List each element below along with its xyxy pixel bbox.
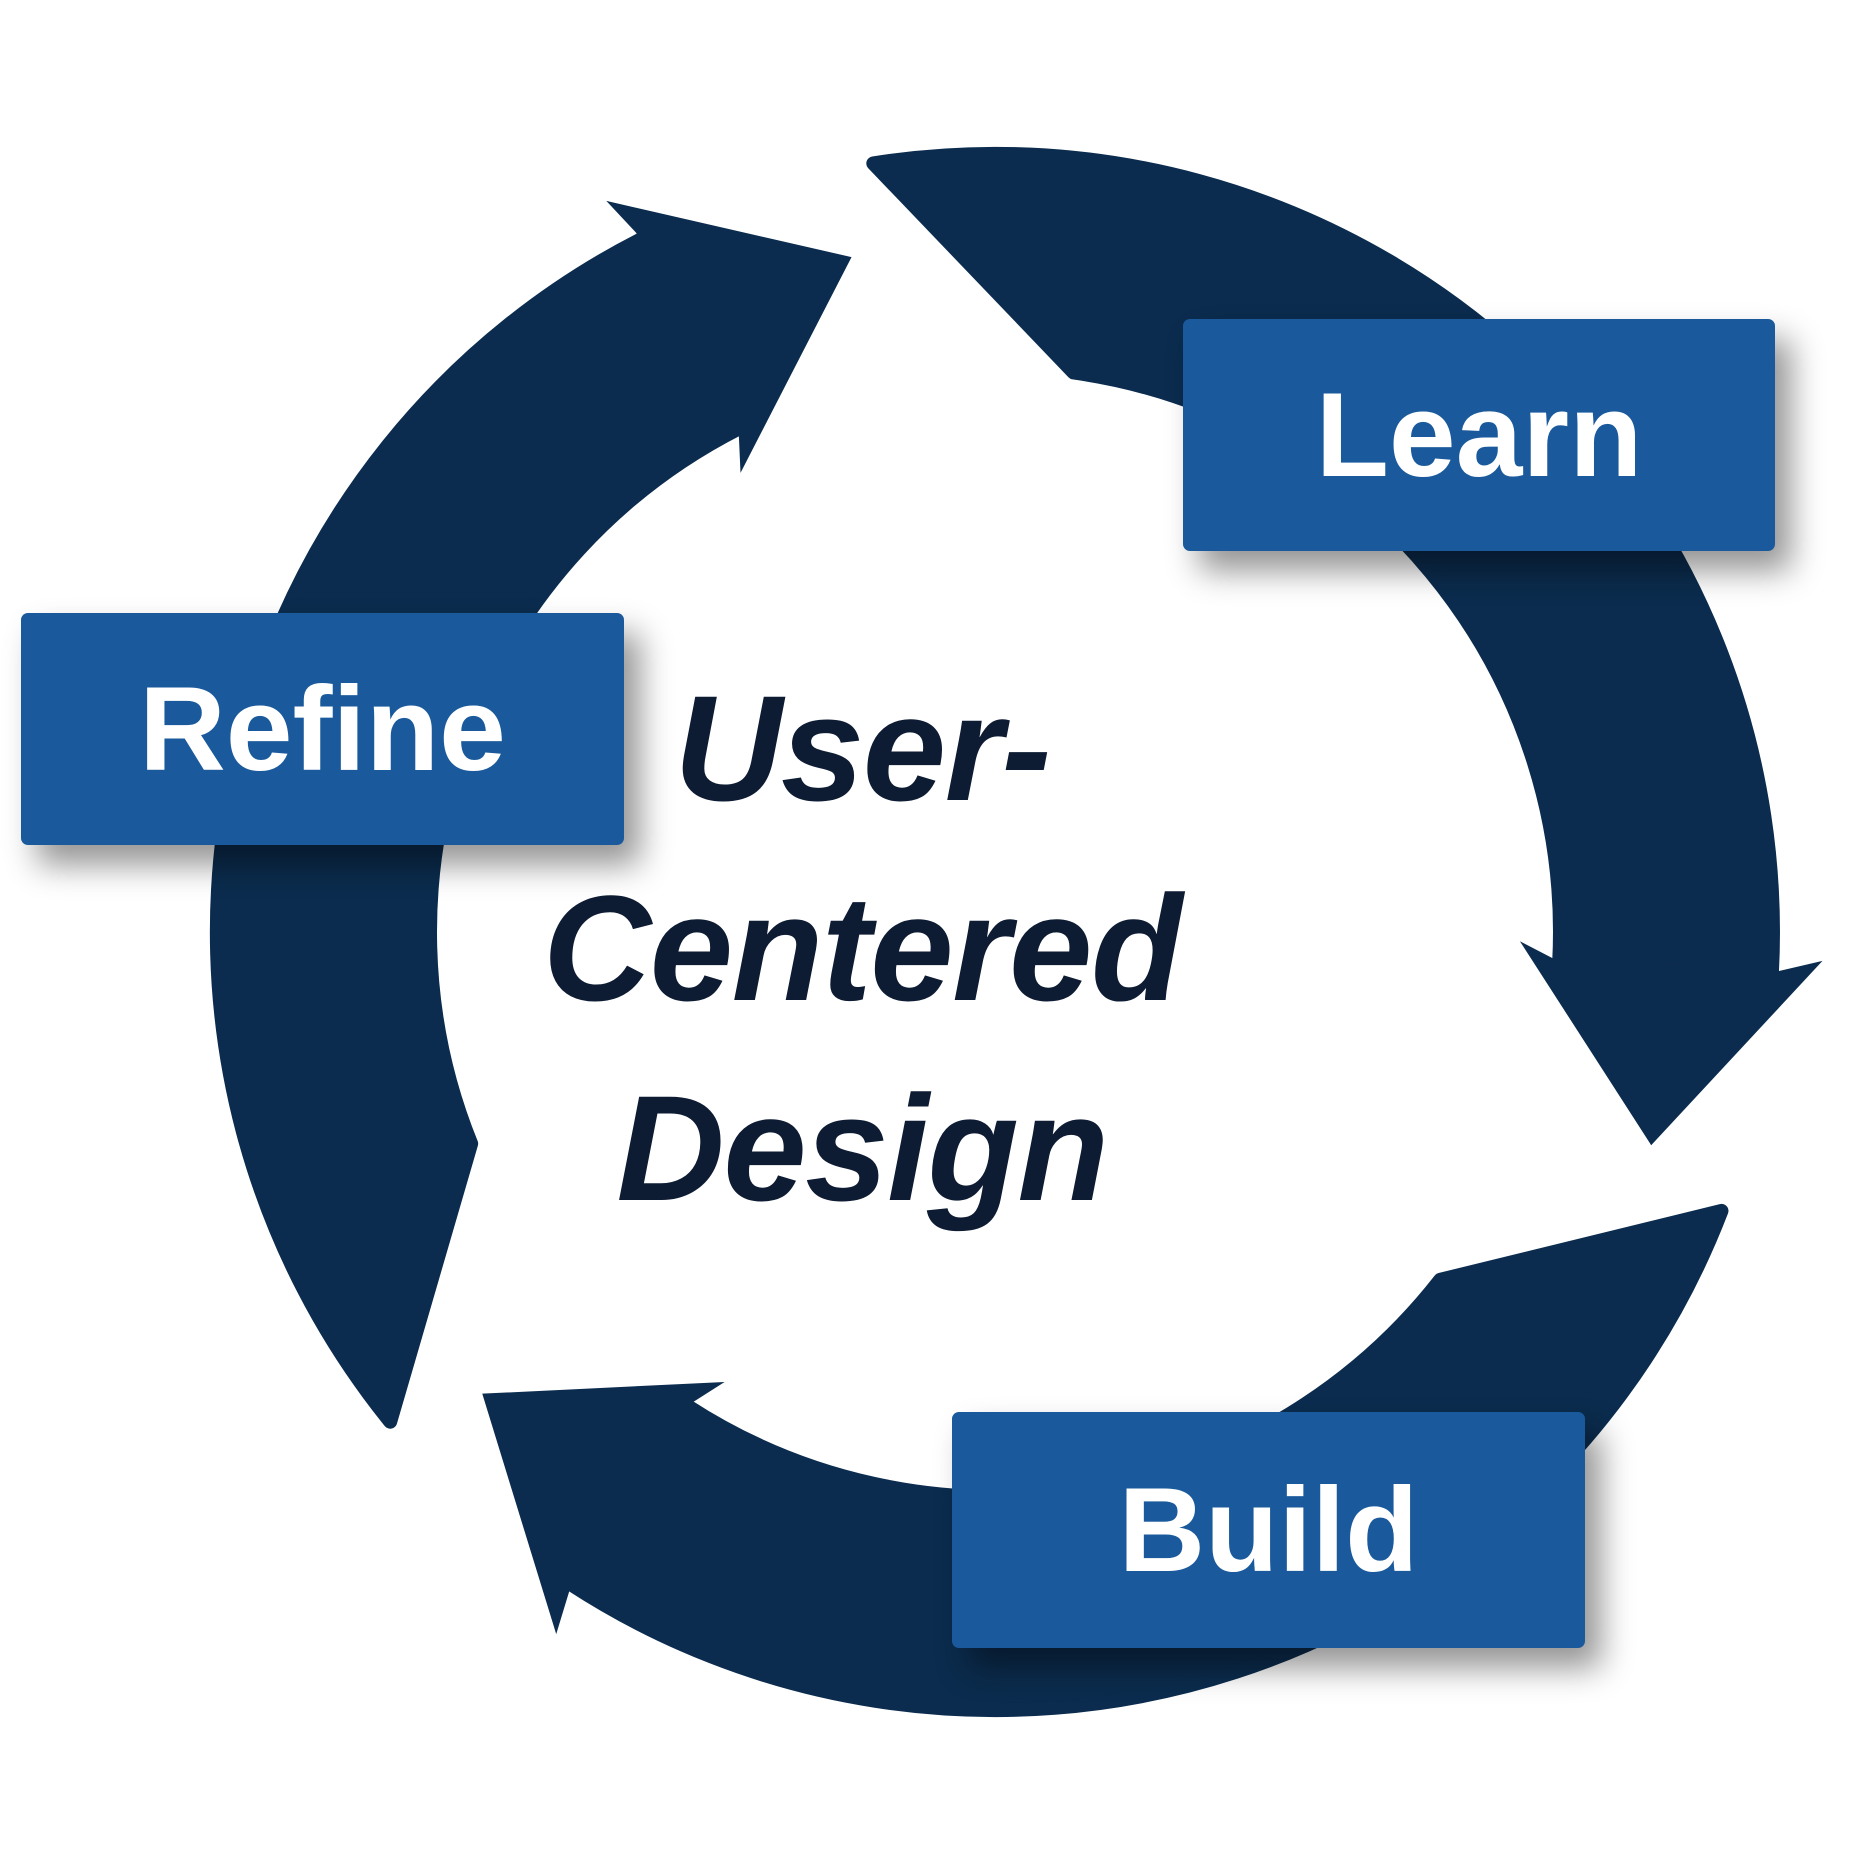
step-label-learn-text: Learn [1315,368,1643,502]
center-title-line-2: Centered [543,864,1186,1032]
center-title-line-1: User- [674,664,1050,832]
step-label-refine-text: Refine [139,662,506,796]
center-title-line-3: Design [616,1064,1107,1232]
step-label-learn: Learn [1183,319,1775,551]
step-label-build: Build [952,1412,1585,1648]
step-label-refine: Refine [21,613,624,845]
step-label-build-text: Build [1118,1463,1419,1597]
